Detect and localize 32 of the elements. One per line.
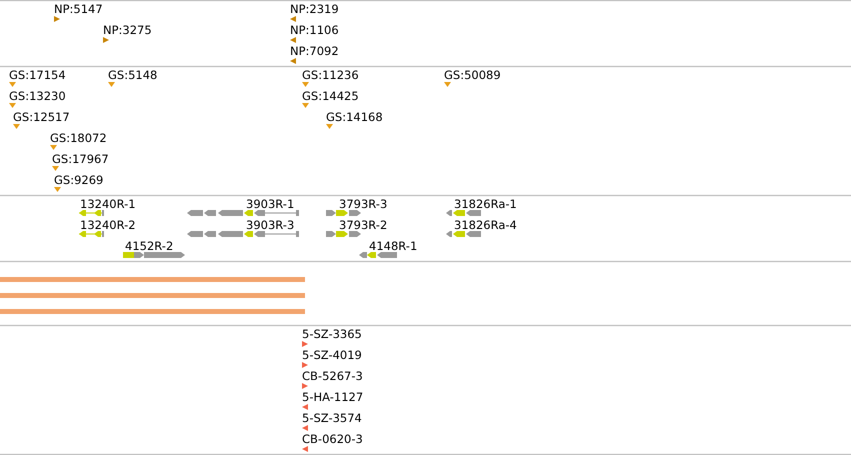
feature-label: GS:18072 xyxy=(50,131,107,145)
feature-label: 4148R-1 xyxy=(369,239,418,253)
feature-label: GS:17154 xyxy=(9,68,66,82)
feature-label: NP:5147 xyxy=(54,2,103,16)
feature-label: 5-HA-1127 xyxy=(302,390,364,404)
feature-label: GS:14168 xyxy=(326,110,383,124)
feature-label: CB-5267-3 xyxy=(302,369,363,383)
feature-label: 3793R-3 xyxy=(339,197,388,211)
feature-label: NP:3275 xyxy=(103,23,152,37)
feature-label: 3903R-3 xyxy=(246,218,294,232)
feature-label: 31826Ra-4 xyxy=(454,218,517,232)
feature-label: NP:1106 xyxy=(290,23,339,37)
feature-label: 13240R-2 xyxy=(80,218,136,232)
feature-label: 4152R-2 xyxy=(125,239,174,253)
feature-label: 5-SZ-3365 xyxy=(302,327,362,341)
feature-label: 5-SZ-3574 xyxy=(302,411,362,425)
feature-label: GS:5148 xyxy=(108,68,158,82)
feature-label: NP:7092 xyxy=(290,44,339,58)
feature-label: GS:9269 xyxy=(54,173,104,187)
feature-label: 5-SZ-4019 xyxy=(302,348,362,362)
feature-label: 31826Ra-1 xyxy=(454,197,517,211)
feature-label: CB-0620-3 xyxy=(302,432,363,446)
feature-label: GS:12517 xyxy=(13,110,70,124)
feature-label: NP:2319 xyxy=(290,2,339,16)
feature-label: 13240R-1 xyxy=(80,197,136,211)
feature-label: GS:14425 xyxy=(302,89,359,103)
feature-label: 3793R-2 xyxy=(339,218,388,232)
feature-label: GS:11236 xyxy=(302,68,359,82)
feature-label: 3903R-1 xyxy=(246,197,294,211)
feature-label: GS:50089 xyxy=(444,68,501,82)
feature-label: GS:17967 xyxy=(52,152,109,166)
feature-label: GS:13230 xyxy=(9,89,66,103)
